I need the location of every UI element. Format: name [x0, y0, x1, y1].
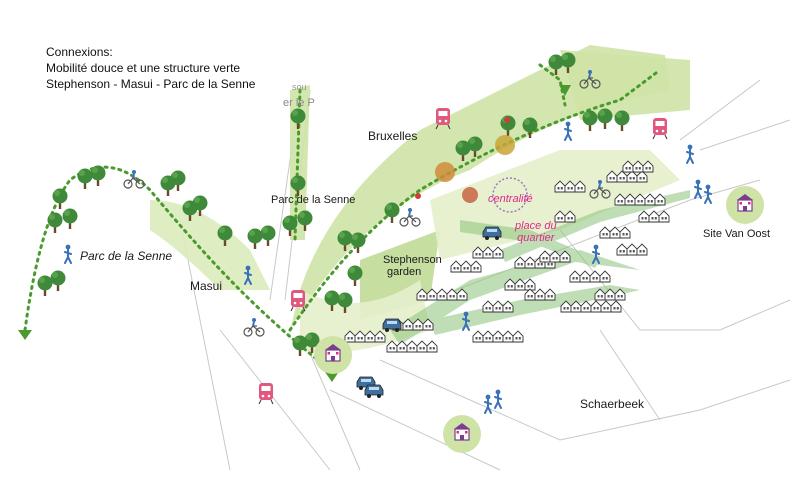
centralite-marker	[492, 177, 528, 213]
label-centralite: centralité	[488, 193, 533, 205]
train-icon	[652, 117, 668, 140]
autumn-trees	[435, 135, 515, 203]
school-icon	[725, 185, 765, 225]
poi-marker	[504, 117, 510, 123]
pedestrian-icon	[564, 120, 572, 141]
label-site-van-oost: Site Van Oost	[703, 228, 771, 240]
label-stephenson-garden: Stephenson garden	[383, 254, 442, 278]
intro-line-1: Connexions:	[46, 45, 113, 59]
pedestrian-icon	[494, 388, 502, 409]
arrow-icon	[559, 85, 571, 96]
label-stephenson-line2: garden	[387, 266, 422, 278]
label-place-line1: place du	[515, 220, 557, 232]
green-structure	[150, 45, 690, 353]
label-bruxelles: Bruxelles	[368, 129, 418, 143]
intro-line-3: Stephenson - Masui - Parc de la Senne	[46, 77, 256, 91]
label-masui: Masui	[190, 279, 223, 293]
label-place-quartier: place du quartier	[515, 220, 557, 244]
pedestrian-icon	[484, 393, 492, 414]
arrow-icon	[18, 330, 32, 340]
label-parc-senne-left: Parc de la Senne	[80, 249, 173, 263]
intro-line-2: Mobilité douce et une structure verte	[46, 61, 241, 75]
car-icon	[364, 384, 384, 399]
pedestrian-icon	[704, 183, 712, 204]
bike-icon	[243, 317, 265, 337]
intro-text: Connexions: Mobilité douce et une struct…	[46, 44, 255, 92]
label-faded-bottom: er le P	[283, 97, 315, 109]
label-faded-top: sou	[292, 82, 307, 92]
label-schaerbeek: Schaerbeek	[580, 397, 645, 411]
label-parc-senne-center: Parc de la Senne	[271, 194, 356, 206]
pedestrian-icon	[694, 178, 702, 199]
label-place-line2: quartier	[517, 232, 555, 244]
school-icon	[442, 414, 482, 454]
pedestrian-icon	[686, 143, 694, 164]
school-icon	[313, 335, 353, 375]
bike-icon	[399, 207, 421, 227]
train-icon	[258, 382, 274, 405]
pedestrian-icon	[64, 243, 72, 264]
poi-marker	[415, 193, 421, 199]
label-stephenson-line1: Stephenson	[383, 254, 442, 266]
